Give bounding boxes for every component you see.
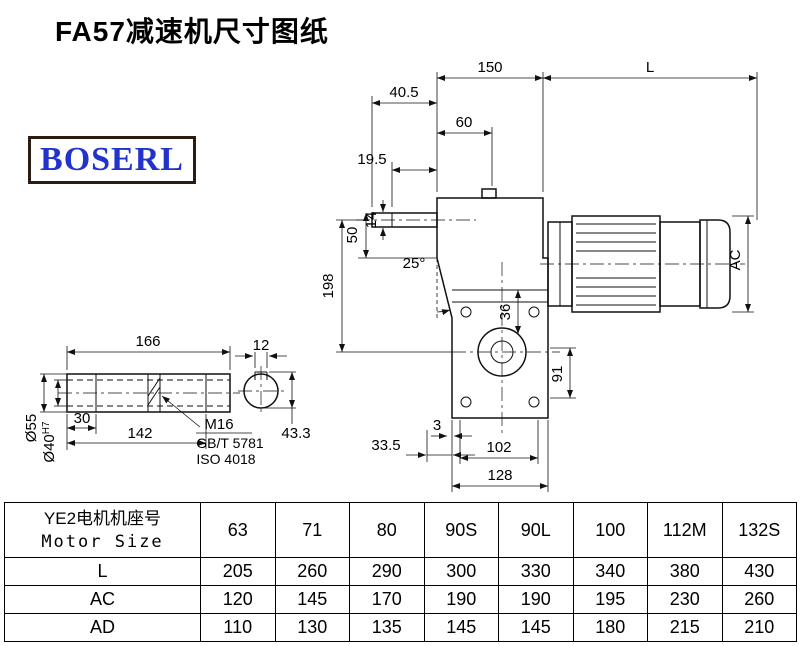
dim-19-5-label: 19.5 (357, 151, 386, 168)
dim-L-label: L (646, 59, 654, 76)
dim-3-label: 3 (433, 417, 441, 434)
dim-value: 215 (647, 613, 723, 642)
dim-36-label: 36 (497, 304, 514, 321)
dim-value: 300 (423, 557, 499, 586)
dim-value: 135 (349, 613, 425, 642)
dim-AC-label: AC (727, 249, 744, 270)
gearbox-motor-view (356, 188, 745, 436)
dim-value: 170 (349, 585, 425, 614)
dimensions-shaft: 166 30 142 Ø55 Ø40H7 M16 GB/T 5781 (23, 333, 311, 467)
dim-value: 145 (274, 585, 350, 614)
dim-value: 120 (200, 585, 276, 614)
dim-value: 190 (498, 585, 574, 614)
motor-size-title-cn: YE2电机机座号 (43, 509, 162, 529)
bolt-hole (528, 396, 540, 408)
dim-14-label: 14 (363, 212, 380, 229)
col-header: 63 (200, 502, 276, 558)
col-header: 71 (274, 502, 350, 558)
dim-50-label: 50 (344, 227, 361, 244)
dim-value: 340 (572, 557, 648, 586)
dim-128-label: 128 (487, 467, 512, 484)
col-header: 112M (647, 502, 723, 558)
motor-size-table: YE2电机机座号 Motor Size 63 71 80 90S 90L 100… (4, 502, 797, 642)
bolt-hole (460, 306, 472, 318)
standard-iso-label: ISO 4018 (196, 451, 255, 467)
dia-40h7-label: Ø40H7 (41, 421, 58, 463)
bolt-hole (460, 396, 472, 408)
col-header: 90L (498, 502, 574, 558)
table-row: L 205 260 290 300 330 340 380 430 (4, 557, 797, 586)
boserl-logo-text: BOSERL (40, 141, 184, 178)
fan-cowl (699, 219, 731, 309)
dim-102-label: 102 (486, 439, 511, 456)
dim-value: 210 (721, 613, 797, 642)
motor-size-title-en: Motor Size (41, 531, 164, 552)
shaft-detail-view (58, 366, 284, 416)
col-header: 80 (349, 502, 425, 558)
dim-60-label: 60 (456, 114, 473, 131)
dim-value: 110 (200, 613, 276, 642)
col-header: 132S (721, 502, 797, 558)
bolt-hole (528, 306, 540, 318)
top-plug (481, 188, 497, 199)
dim-value: 260 (721, 585, 797, 614)
angle-25-label: 25° (403, 255, 426, 272)
row-label: L (4, 557, 201, 586)
dim-value: 145 (423, 613, 499, 642)
dim-value: 180 (572, 613, 648, 642)
boserl-logo: BOSERL (28, 136, 196, 184)
dim-91-label: 91 (549, 366, 566, 383)
dim-142-label: 142 (127, 425, 152, 442)
dim-30-label: 30 (74, 410, 91, 427)
table-row: AC 120 145 170 190 190 195 230 260 (4, 585, 797, 614)
table-row: AD 110 130 135 145 145 180 215 210 (4, 613, 797, 642)
technical-drawing: 150 L 40.5 60 19.5 14 50 198 25° (23, 59, 758, 492)
dim-166-label: 166 (135, 333, 160, 350)
dim-43-3-label: 43.3 (281, 425, 310, 442)
dim-value: 260 (274, 557, 350, 586)
dim-value: 190 (423, 585, 499, 614)
motor-fins (576, 223, 656, 306)
dim-33-5-label: 33.5 (371, 437, 400, 454)
dim-value: 430 (721, 557, 797, 586)
page-title: FA57减速机尺寸图纸 (55, 16, 329, 47)
dim-value: 230 (647, 585, 723, 614)
motor-size-header-cell: YE2电机机座号 Motor Size (4, 502, 201, 558)
dim-value: 290 (349, 557, 425, 586)
col-header: 100 (572, 502, 648, 558)
dim-value: 330 (498, 557, 574, 586)
dia-55-label: Ø55 (23, 414, 40, 442)
row-label: AD (4, 613, 201, 642)
dim-150-label: 150 (477, 59, 502, 76)
standard-gb-label: GB/T 5781 (196, 435, 264, 451)
dim-value: 205 (200, 557, 276, 586)
dim-value: 145 (498, 613, 574, 642)
table-header-row: YE2电机机座号 Motor Size 63 71 80 90S 90L 100… (4, 502, 797, 558)
dim-value: 380 (647, 557, 723, 586)
dim-value: 130 (274, 613, 350, 642)
col-header: 90S (423, 502, 499, 558)
dim-12-label: 12 (253, 337, 270, 354)
dim-198-label: 198 (320, 273, 337, 298)
dim-value: 195 (572, 585, 648, 614)
dimensions-main: 150 L 40.5 60 19.5 14 50 198 25° (320, 59, 758, 492)
thread-m16-label: M16 (204, 416, 233, 433)
row-label: AC (4, 585, 201, 614)
dim-40-5-label: 40.5 (389, 84, 418, 101)
